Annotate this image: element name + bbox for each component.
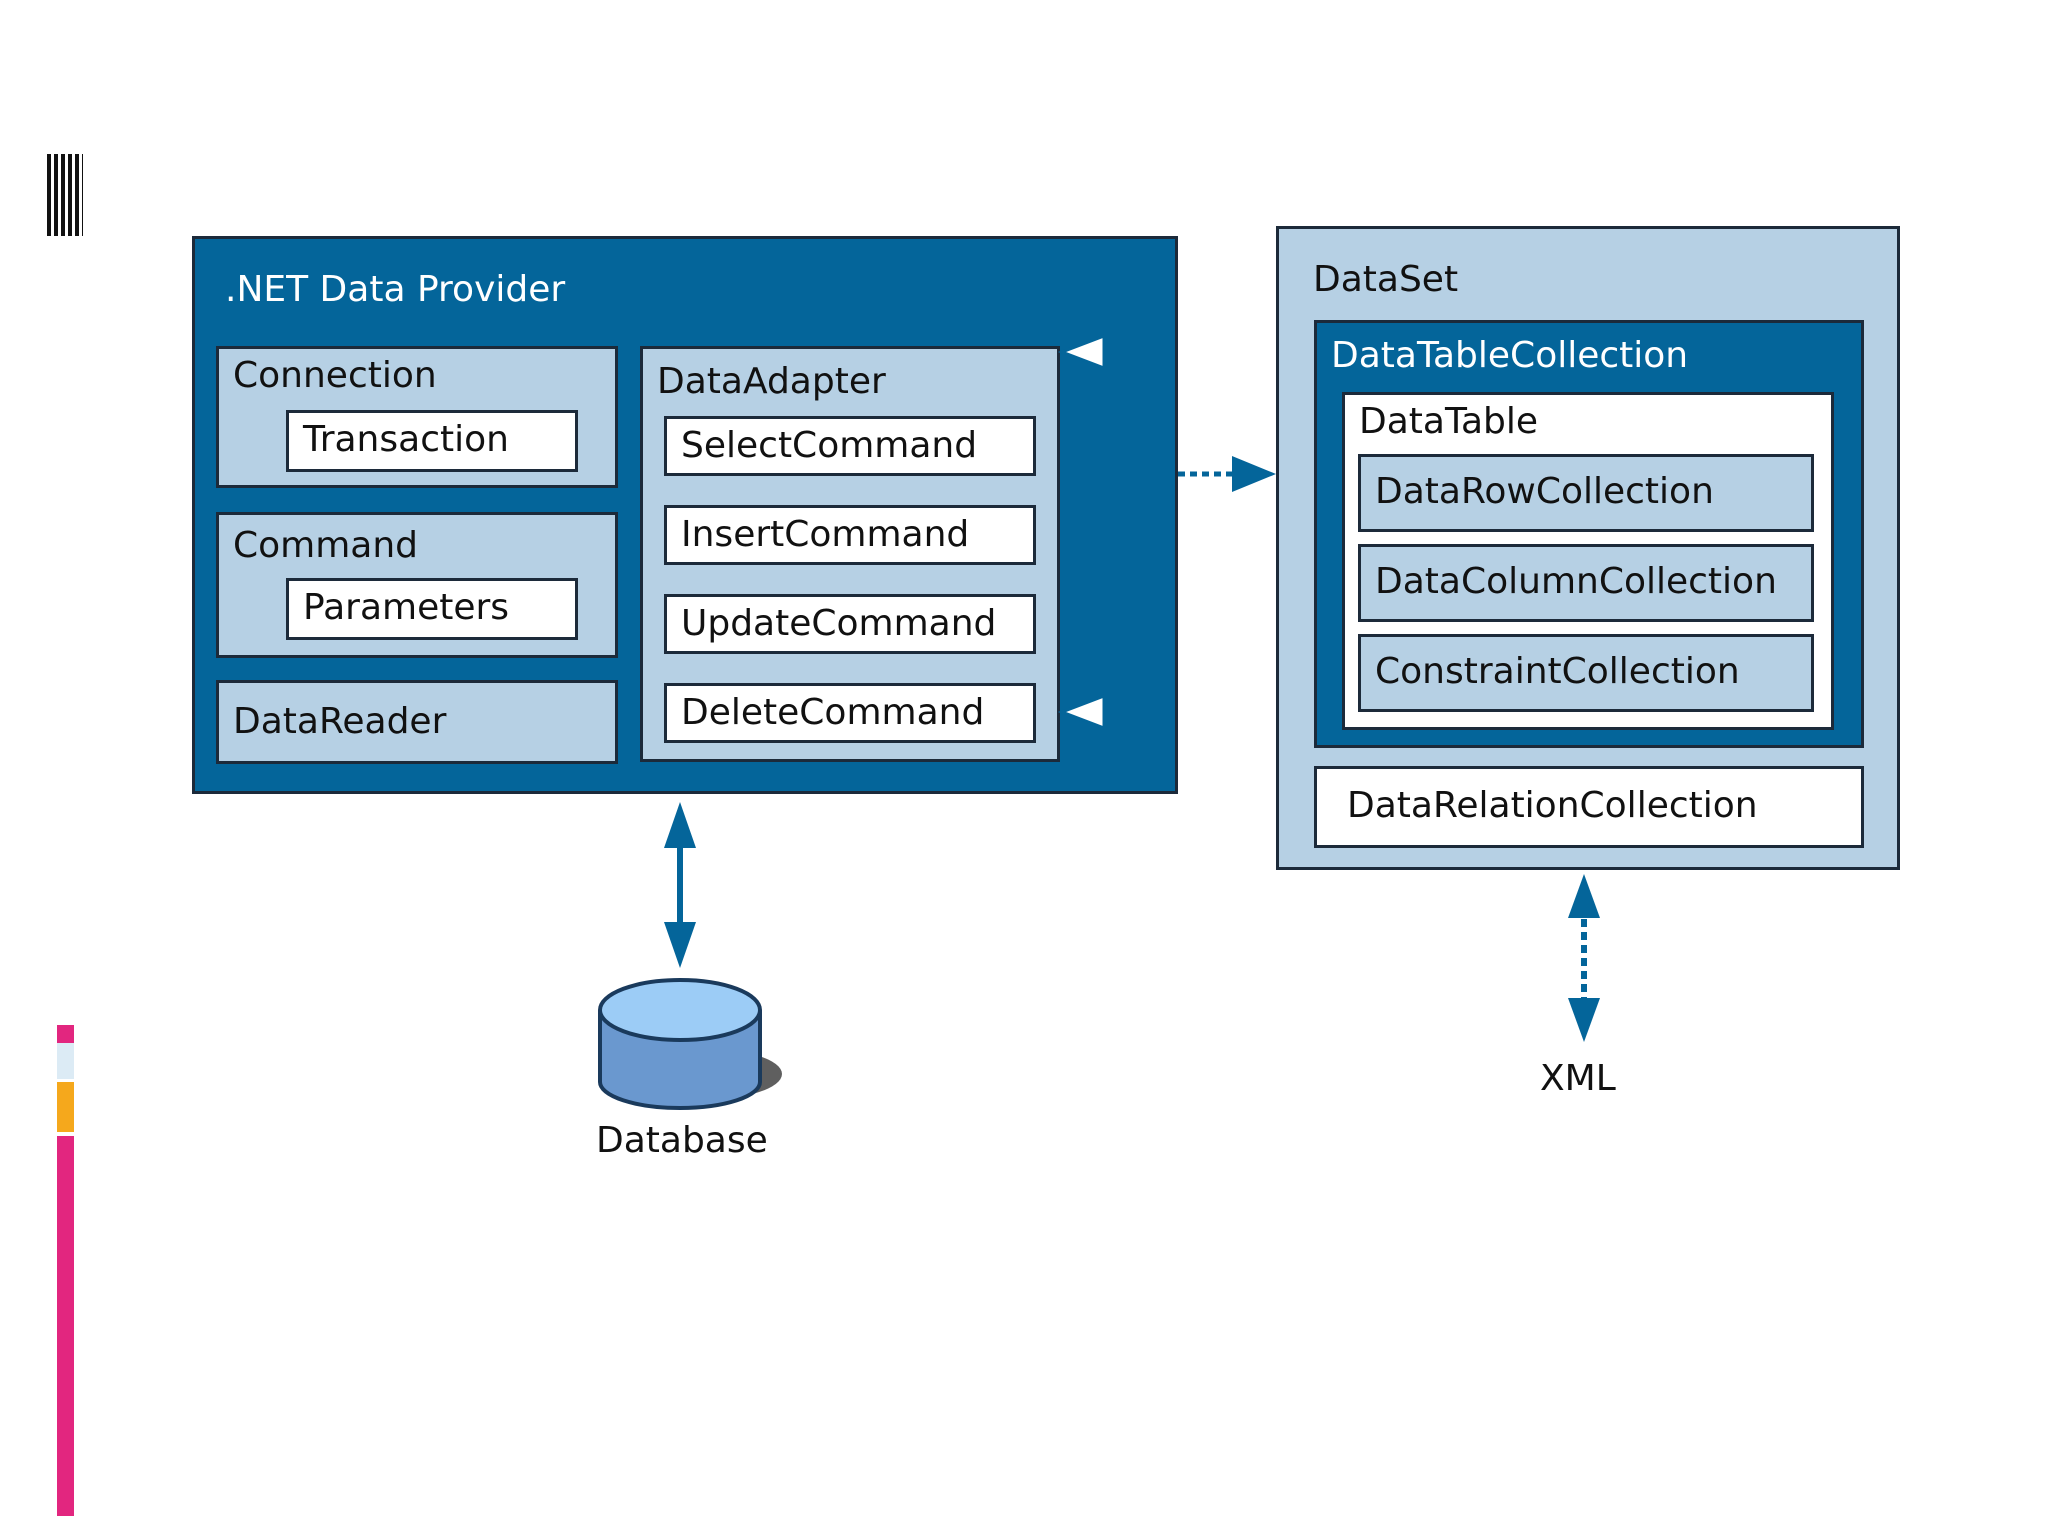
- datareader-box: DataReader: [216, 680, 618, 764]
- database-label: Database: [596, 1120, 768, 1161]
- arrow-to-dataadapter-top: [1057, 333, 1106, 371]
- arrow-up-dataset: [1568, 874, 1600, 918]
- datarowcollection-box: DataRowCollection: [1358, 454, 1814, 532]
- arrow-down-database: [664, 922, 696, 968]
- dataset-label: DataSet: [1313, 259, 1459, 300]
- parameters-label: Parameters: [303, 587, 510, 628]
- constraintcollection-label: ConstraintCollection: [1375, 651, 1740, 692]
- transaction-label: Transaction: [303, 419, 509, 460]
- connection-label: Connection: [233, 355, 437, 396]
- net-data-provider-title: .NET Data Provider: [225, 269, 566, 310]
- datacolumncollection-label: DataColumnCollection: [1375, 561, 1777, 602]
- datatablecollection-label: DataTableCollection: [1331, 335, 1689, 376]
- datarowcollection-label: DataRowCollection: [1375, 471, 1714, 512]
- database-icon: [598, 978, 782, 1110]
- updatecommand-box: UpdateCommand: [664, 594, 1036, 654]
- constraintcollection-box: ConstraintCollection: [1358, 634, 1814, 712]
- accent-bar-pink-top: [57, 1025, 74, 1043]
- xml-label: XML: [1540, 1058, 1616, 1099]
- accent-bar-orange: [57, 1082, 74, 1132]
- arrow-up-provider: [664, 802, 696, 848]
- transaction-box: Transaction: [286, 410, 578, 472]
- insertcommand-box: InsertCommand: [664, 505, 1036, 565]
- updatecommand-label: UpdateCommand: [681, 603, 997, 644]
- slide-corner-mark: [47, 154, 83, 236]
- arrow-down-xml: [1568, 998, 1600, 1042]
- command-label: Command: [233, 525, 419, 566]
- datarelationcollection-label: DataRelationCollection: [1347, 785, 1758, 826]
- arrow-to-dataadapter-bottom: [1057, 693, 1106, 731]
- accent-bar-pale: [57, 1043, 74, 1079]
- datacolumncollection-box: DataColumnCollection: [1358, 544, 1814, 622]
- parameters-box: Parameters: [286, 578, 578, 640]
- selectcommand-box: SelectCommand: [664, 416, 1036, 476]
- insertcommand-label: InsertCommand: [681, 514, 970, 555]
- arrow-to-dataset: [1232, 456, 1276, 492]
- datatable-label: DataTable: [1359, 401, 1539, 442]
- datarelationcollection-box: DataRelationCollection: [1314, 766, 1864, 848]
- datareader-label: DataReader: [233, 701, 447, 742]
- deletecommand-box: DeleteCommand: [664, 683, 1036, 743]
- adapter-dataset-connector: [1094, 349, 1234, 715]
- dataadapter-label: DataAdapter: [657, 361, 886, 402]
- selectcommand-label: SelectCommand: [681, 425, 978, 466]
- deletecommand-label: DeleteCommand: [681, 692, 985, 733]
- accent-bar-pink: [57, 1136, 74, 1516]
